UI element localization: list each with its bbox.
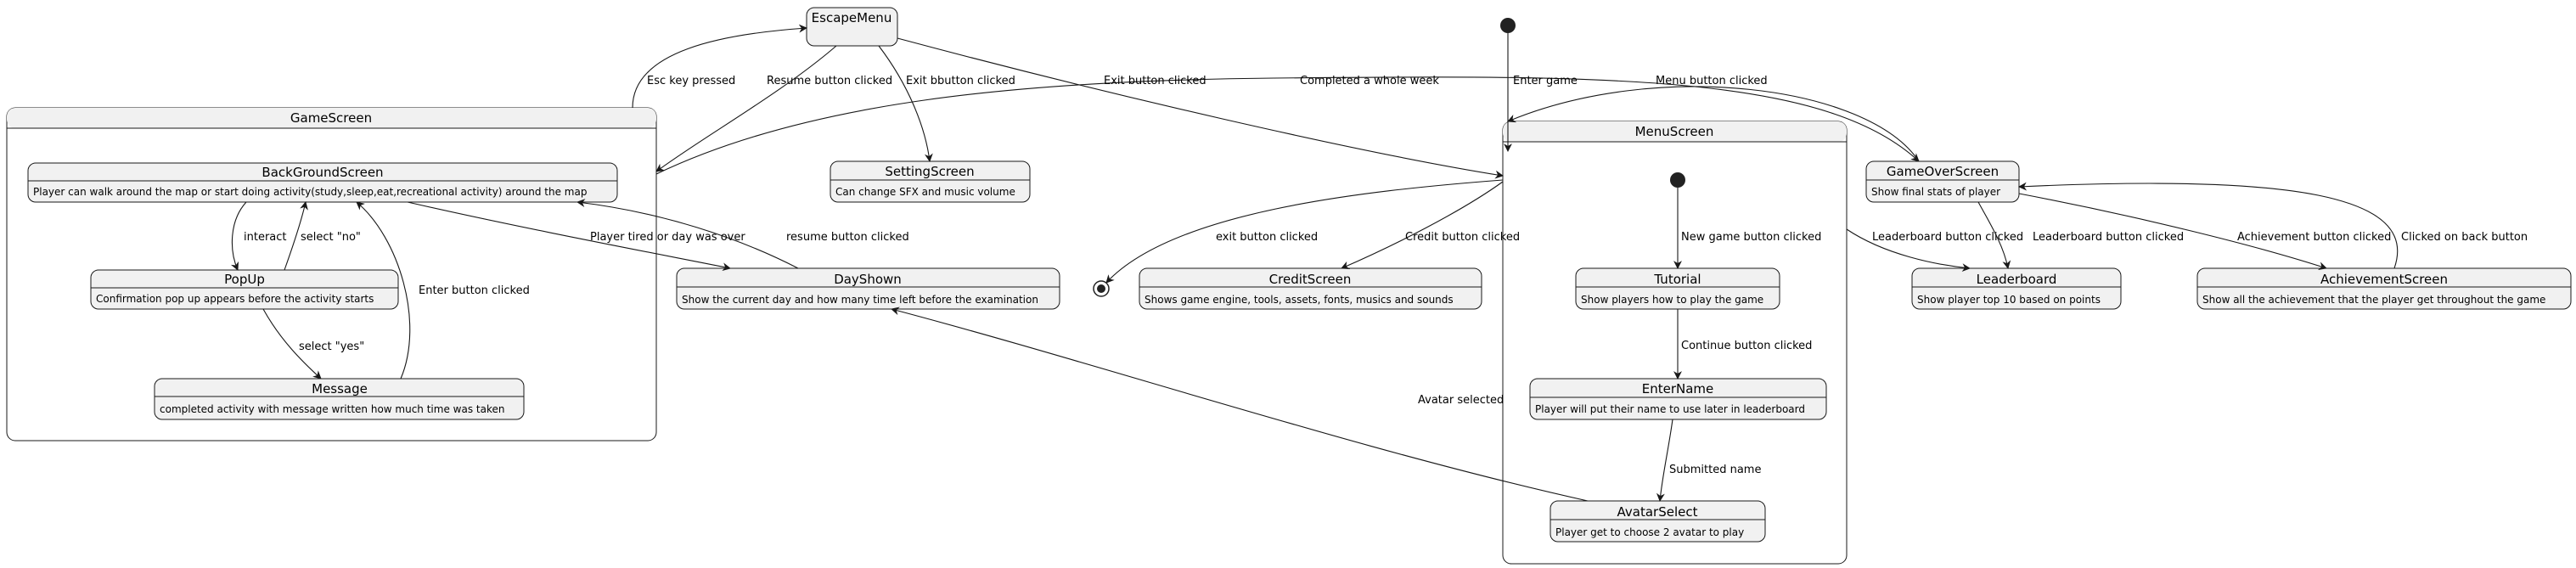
edge-exit-button-lower [1105, 179, 1504, 284]
edge-select-yes [262, 308, 322, 380]
label-clicked-back: Clicked on back button [2401, 231, 2528, 244]
avatar-select-desc: Player get to choose 2 avatar to play [1555, 526, 1744, 538]
edge-select-no [284, 201, 308, 271]
popup-state: PopUp Confirmation pop up appears before… [90, 269, 399, 310]
label-exit-bbutton: Exit bbutton clicked [906, 75, 1015, 87]
game-over-screen-desc: Show final stats of player [1871, 186, 2000, 198]
label-enter-game: Enter game [1513, 75, 1578, 87]
edge-interact [230, 201, 247, 271]
label-achievement: Achievement button clicked [2237, 231, 2391, 244]
edge-avatar-selected [891, 306, 1589, 502]
menu-screen-title: MenuScreen [1635, 124, 1714, 139]
edge-clicked-back [2018, 182, 2399, 269]
credit-screen-state: CreditScreen Shows game engine, tools, a… [1139, 267, 1482, 310]
background-screen-title: BackGroundScreen [262, 165, 383, 180]
game-over-screen-title: GameOverScreen [1887, 164, 1999, 179]
label-menu-button: Menu button clicked [1656, 75, 1768, 87]
label-enter-button: Enter button clicked [419, 284, 530, 297]
achievement-screen-desc: Show all the achievement that the player… [2202, 294, 2545, 306]
credit-screen-title: CreditScreen [1269, 272, 1352, 287]
day-shown-desc: Show the current day and how many time l… [682, 294, 1038, 306]
tutorial-desc: Show players how to play the game [1581, 294, 1763, 306]
edge-exit-bbutton [878, 45, 933, 162]
edge-player-tired [407, 201, 731, 272]
label-credit-button: Credit button clicked [1405, 231, 1520, 244]
popup-desc: Confirmation pop up appears before the a… [96, 293, 374, 305]
label-submitted-name: Submitted name [1669, 464, 1761, 476]
edge-resume [655, 45, 837, 172]
label-new-game: New game button clicked [1681, 231, 1821, 244]
enter-name-desc: Player will put their name to use later … [1535, 403, 1805, 415]
tutorial-title: Tutorial [1653, 272, 1701, 287]
avatar-select-title: AvatarSelect [1617, 504, 1698, 520]
game-screen-composite: GameScreen [6, 107, 657, 441]
edge-completed-week [655, 76, 1920, 175]
label-resume-lower: resume button clicked [786, 231, 909, 244]
edge-leaderboard-1 [1846, 228, 1971, 273]
achievement-screen-state: AchievementScreen Show all the achieveme… [2196, 267, 2572, 310]
label-resume: Resume button clicked [767, 75, 892, 87]
menu-screen-composite: MenuScreen [1502, 121, 1848, 565]
label-interact: interact [244, 231, 287, 244]
escape-menu-title: EscapeMenu [812, 10, 892, 25]
message-desc: completed activity with message written … [160, 403, 504, 415]
leaderboard-title: Leaderboard [1977, 272, 2057, 287]
label-exit-button: Exit button clicked [1104, 75, 1206, 87]
enter-name-title: EnterName [1642, 381, 1714, 396]
day-shown-state: DayShown Show the current day and how ma… [676, 267, 1060, 310]
menu-initial-state-dot [1670, 172, 1685, 188]
avatar-select-state: AvatarSelect Player get to choose 2 avat… [1550, 500, 1766, 543]
label-player-tired: Player tired or day was over [590, 231, 745, 244]
background-screen-desc: Player can walk around the map or start … [33, 186, 587, 198]
edge-achievement [2018, 193, 2327, 270]
edge-resume-lower [577, 199, 799, 269]
day-shown-title: DayShown [834, 272, 902, 287]
edge-leaderboard-2 [1977, 201, 2011, 269]
game-over-screen-state: GameOverScreen Show final stats of playe… [1865, 160, 2020, 203]
label-leaderboard-1: Leaderboard button clicked [1872, 231, 2023, 244]
final-state [1093, 280, 1110, 297]
initial-state-dot [1500, 18, 1516, 33]
escape-menu-state: EscapeMenu [806, 7, 898, 47]
label-select-yes: select "yes" [299, 340, 364, 353]
setting-screen-title: SettingScreen [885, 164, 974, 179]
leaderboard-desc: Show player top 10 based on points [1917, 294, 2101, 306]
label-completed-week: Completed a whole week [1300, 75, 1439, 87]
edge-credit-button [1341, 181, 1504, 269]
game-screen-title: GameScreen [290, 110, 372, 126]
setting-screen-desc: Can change SFX and music volume [835, 186, 1015, 198]
message-state: Message completed activity with message … [154, 378, 525, 420]
label-exit-button-lower: exit button clicked [1216, 231, 1318, 244]
label-esc-key: Esc key pressed [647, 75, 735, 87]
enter-name-state: EnterName Player will put their name to … [1529, 378, 1827, 420]
background-screen-state: BackGroundScreen Player can walk around … [27, 162, 618, 203]
edge-submitted-name [1656, 419, 1673, 502]
message-title: Message [312, 381, 368, 396]
tutorial-state: Tutorial Show players how to play the ga… [1575, 267, 1780, 310]
label-continue: Continue button clicked [1681, 340, 1812, 352]
setting-screen-state: SettingScreen Can change SFX and music v… [830, 160, 1031, 203]
edge-esc-key [632, 24, 807, 109]
label-avatar-selected: Avatar selected [1418, 394, 1504, 407]
leaderboard-state: Leaderboard Show player top 10 based on … [1911, 267, 2122, 310]
edge-enter-button [356, 201, 411, 380]
achievement-screen-title: AchievementScreen [2320, 272, 2448, 287]
credit-screen-desc: Shows game engine, tools, assets, fonts,… [1145, 294, 1454, 306]
label-leaderboard-2: Leaderboard button clicked [2033, 231, 2184, 244]
popup-title: PopUp [224, 272, 265, 287]
label-select-no: select "no" [301, 231, 361, 244]
edge-menu-button [1507, 86, 1920, 162]
edge-exit-button [897, 37, 1504, 179]
